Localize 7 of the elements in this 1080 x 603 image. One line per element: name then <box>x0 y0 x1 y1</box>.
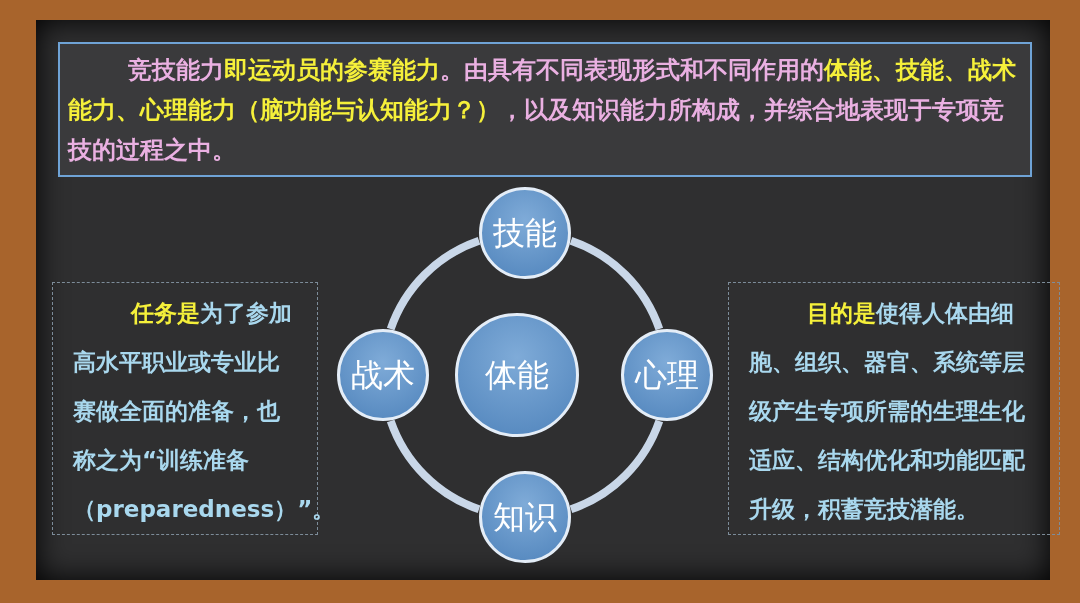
ring-arc <box>569 237 663 331</box>
ring-arc <box>569 419 663 513</box>
text-box: 目的是使得人体由细胞、组织、器官、系统等层级产生专项所需的生理生化适应、结构优化和功能匹配升级，积蓄竞技潜能。 <box>728 282 1060 535</box>
ring-arc <box>387 419 481 513</box>
ring-arc <box>387 237 481 331</box>
text-box: 任务是为了参加高水平职业或专业比赛做全面的准备，也称之为“训练准备（preparedness）”。 <box>52 282 318 535</box>
text-box: 竞技能力即运动员的参赛能力。由具有不同表现形式和不同作用的体能、技能、战术能力、心理能力（脑功能与认知能力？），以及知识能力所构成，并综合地表现于专项竞技的过程之中。 <box>58 42 1032 177</box>
